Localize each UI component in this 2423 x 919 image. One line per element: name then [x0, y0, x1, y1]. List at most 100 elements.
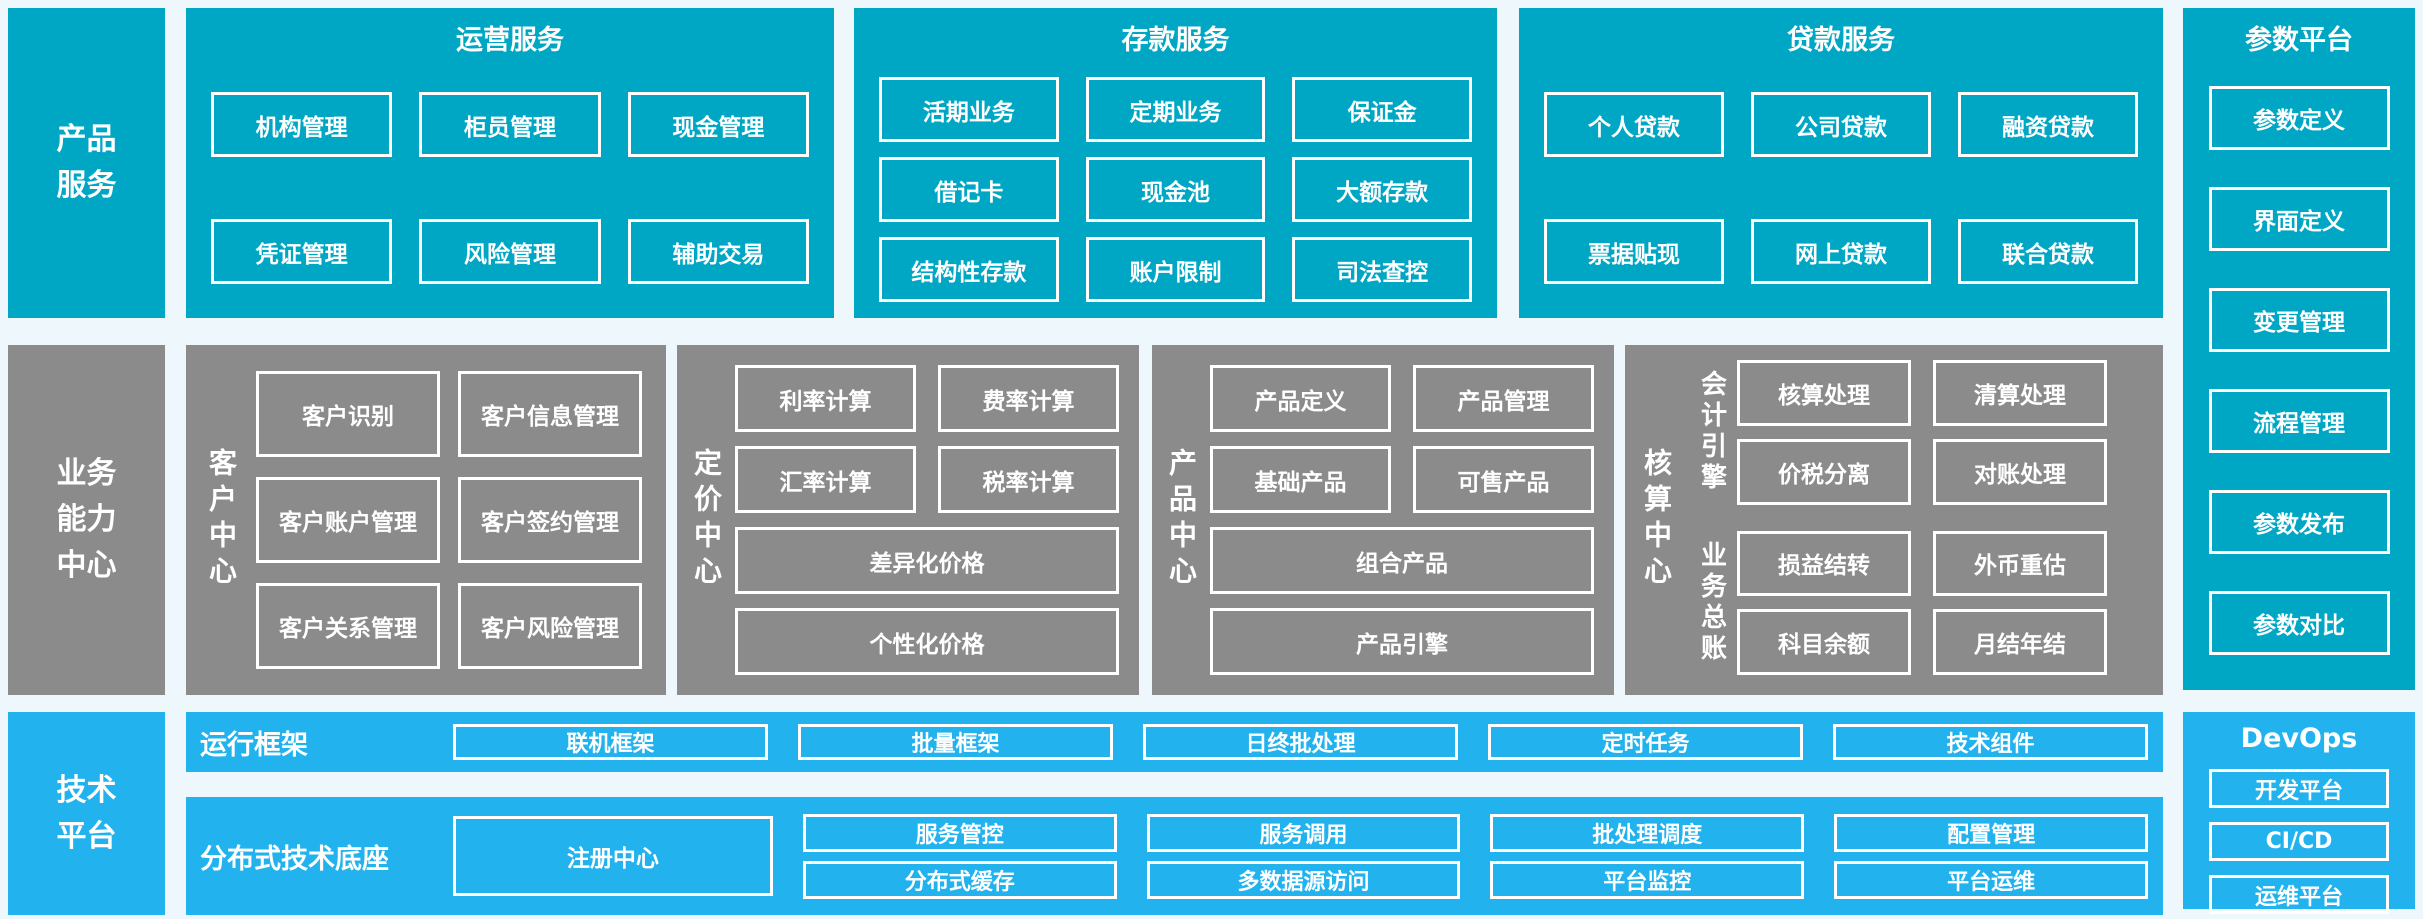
module-box: 票据贴现 — [1544, 219, 1724, 284]
module-box: 产品定义 — [1210, 365, 1391, 432]
module-box: 税率计算 — [938, 446, 1119, 513]
panel-customer-center: 客户中心 客户识别 客户信息管理 客户账户管理 客户签约管理 客户关系管理 客户… — [186, 345, 666, 695]
module-box: 运维平台 — [2209, 875, 2389, 914]
module-box: 分布式缓存 — [802, 860, 1117, 899]
module-box: 风险管理 — [419, 219, 601, 284]
module-box: 客户账户管理 — [256, 477, 440, 563]
module-box: 损益结转 — [1737, 530, 1911, 597]
module-box: 汇率计算 — [735, 446, 916, 513]
accounting-group-ledger-title: 业务总账 — [1696, 540, 1727, 665]
panel-loans-title: 贷款服务 — [1787, 25, 1895, 56]
side-label-line: 技术 — [56, 772, 117, 808]
side-label-line: 产品 — [56, 122, 117, 157]
accounting-group-title-col: 会计引擎 — [1687, 360, 1737, 505]
customer-center-title-col: 客户中心 — [186, 345, 256, 695]
module-box: 清算处理 — [1933, 360, 2107, 426]
module-box: 日终批处理 — [1143, 724, 1458, 760]
module-box: 联机框架 — [453, 724, 768, 760]
module-box: 司法查控 — [1292, 237, 1472, 302]
panel-deposit-services: 存款服务 活期业务 定期业务 保证金 借记卡 现金池 大额存款 结构性存款 账户… — [854, 8, 1497, 318]
bar-distributed-base: 分布式技术底座 注册中心 服务管控 分布式缓存 服务调用 多数据源访问 批处理调… — [186, 797, 2163, 915]
accounting-group-engine: 会计引擎 核算处理 清算处理 价税分离 对账处理 — [1687, 360, 2107, 505]
module-box: 对账处理 — [1933, 438, 2107, 505]
accounting-group-engine-grid: 核算处理 清算处理 价税分离 对账处理 — [1737, 360, 2107, 505]
module-box: 辅助交易 — [627, 219, 809, 284]
module-box: 利率计算 — [735, 365, 916, 432]
module-box: 客户风险管理 — [458, 583, 642, 669]
panel-deposits-title: 存款服务 — [1121, 25, 1230, 56]
module-box: 融资贷款 — [1958, 92, 2138, 157]
distributed-pair-column: 服务管控 分布式缓存 — [802, 813, 1117, 899]
devops-stack: 开发平台 CI/CD 运维平台 — [2183, 769, 2415, 914]
panel-operations-title: 运营服务 — [456, 25, 564, 56]
module-box: 批处理调度 — [1490, 813, 1805, 852]
module-box: 注册中心 — [453, 816, 773, 896]
module-box: 技术组件 — [1833, 724, 2148, 760]
module-box: 大额存款 — [1292, 157, 1472, 222]
panel-pricing-center-title: 定价中心 — [690, 448, 723, 592]
loans-grid: 个人贷款 公司贷款 融资贷款 票据贴现 网上贷款 联合贷款 — [1544, 92, 2138, 284]
module-box: 差异化价格 — [735, 527, 1119, 594]
accounting-group-engine-title: 会计引擎 — [1696, 370, 1727, 495]
module-box: 个性化价格 — [735, 608, 1119, 675]
side-label-tech-platform-text: 技术 平台 — [57, 768, 117, 860]
panel-param-platform-title: 参数平台 — [2245, 25, 2353, 56]
runtime-framework-label: 运行框架 — [200, 729, 308, 761]
module-box: 现金管理 — [627, 92, 809, 157]
module-box: 可售产品 — [1413, 446, 1594, 513]
module-box: 客户信息管理 — [458, 371, 642, 457]
pricing-center-grid: 利率计算 费率计算 汇率计算 税率计算 差异化价格 个性化价格 — [735, 345, 1139, 695]
panel-accounting-center-title: 核算中心 — [1640, 448, 1673, 592]
module-box: 外币重估 — [1933, 530, 2107, 597]
module-box: 价税分离 — [1737, 438, 1911, 505]
module-box: 流程管理 — [2208, 389, 2390, 453]
module-box: 界面定义 — [2208, 187, 2390, 251]
module-box: 结构性存款 — [879, 237, 1059, 302]
module-box: 定时任务 — [1488, 724, 1803, 760]
module-box: 联合贷款 — [1958, 219, 2138, 284]
module-box: 现金池 — [1085, 157, 1266, 222]
module-box: 客户识别 — [256, 371, 440, 457]
panel-loan-services: 贷款服务 个人贷款 公司贷款 融资贷款 票据贴现 网上贷款 联合贷款 — [1519, 8, 2163, 318]
side-label-tech-platform: 技术 平台 — [8, 712, 165, 915]
panel-devops: DevOps 开发平台 CI/CD 运维平台 — [2183, 712, 2415, 914]
module-box: 客户签约管理 — [458, 477, 642, 563]
module-box: 配置管理 — [1834, 813, 2148, 852]
module-box: 产品引擎 — [1210, 608, 1594, 675]
module-box: 参数对比 — [2208, 591, 2390, 655]
side-label-line: 服务 — [56, 168, 117, 203]
panel-product-center: 产品中心 产品定义 产品管理 基础产品 可售产品 组合产品 产品引擎 — [1152, 345, 1614, 695]
module-box: 柜员管理 — [419, 92, 601, 157]
side-label-business-capability-text: 业务 能力 中心 — [57, 451, 117, 589]
module-box: CI/CD — [2209, 822, 2389, 861]
param-platform-stack: 参数定义 界面定义 变更管理 流程管理 参数发布 参数对比 — [2183, 86, 2415, 655]
panel-devops-title: DevOps — [2240, 723, 2358, 754]
pricing-center-title-col: 定价中心 — [677, 345, 735, 695]
panel-product-center-title: 产品中心 — [1165, 448, 1198, 592]
bar-runtime-framework: 运行框架 联机框架 批量框架 日终批处理 定时任务 技术组件 — [186, 712, 2163, 772]
module-box: 核算处理 — [1737, 360, 1911, 426]
distributed-pair-column: 服务调用 多数据源访问 — [1146, 813, 1461, 899]
product-center-grid: 产品定义 产品管理 基础产品 可售产品 组合产品 产品引擎 — [1210, 345, 1614, 695]
module-box: 活期业务 — [879, 77, 1059, 142]
module-box: 公司贷款 — [1751, 92, 1931, 157]
distributed-base-label: 分布式技术底座 — [200, 843, 389, 875]
module-box: 批量框架 — [798, 724, 1113, 760]
distributed-base-boxes: 注册中心 服务管控 分布式缓存 服务调用 多数据源访问 批处理调度 平台监控 配… — [453, 813, 2148, 899]
panel-accounting-center: 核算中心 会计引擎 核算处理 清算处理 价税分离 对账处理 业务总账 损 — [1625, 345, 2163, 695]
module-box: 开发平台 — [2209, 769, 2389, 808]
customer-center-grid: 客户识别 客户信息管理 客户账户管理 客户签约管理 客户关系管理 客户风险管理 — [256, 345, 666, 695]
product-center-title-col: 产品中心 — [1152, 345, 1210, 695]
side-label-line: 能力 — [56, 502, 117, 537]
module-box: 保证金 — [1292, 77, 1472, 142]
module-box: 借记卡 — [879, 157, 1059, 222]
panel-param-platform: 参数平台 参数定义 界面定义 变更管理 流程管理 参数发布 参数对比 — [2183, 8, 2415, 690]
module-box: 账户限制 — [1085, 237, 1266, 302]
module-box: 平台运维 — [1834, 860, 2148, 899]
distributed-pair-column: 批处理调度 平台监控 — [1490, 813, 1805, 899]
distributed-pair-column: 配置管理 平台运维 — [1834, 813, 2148, 899]
module-box: 个人贷款 — [1544, 92, 1724, 157]
module-box: 变更管理 — [2208, 288, 2390, 352]
module-box: 月结年结 — [1933, 609, 2107, 675]
